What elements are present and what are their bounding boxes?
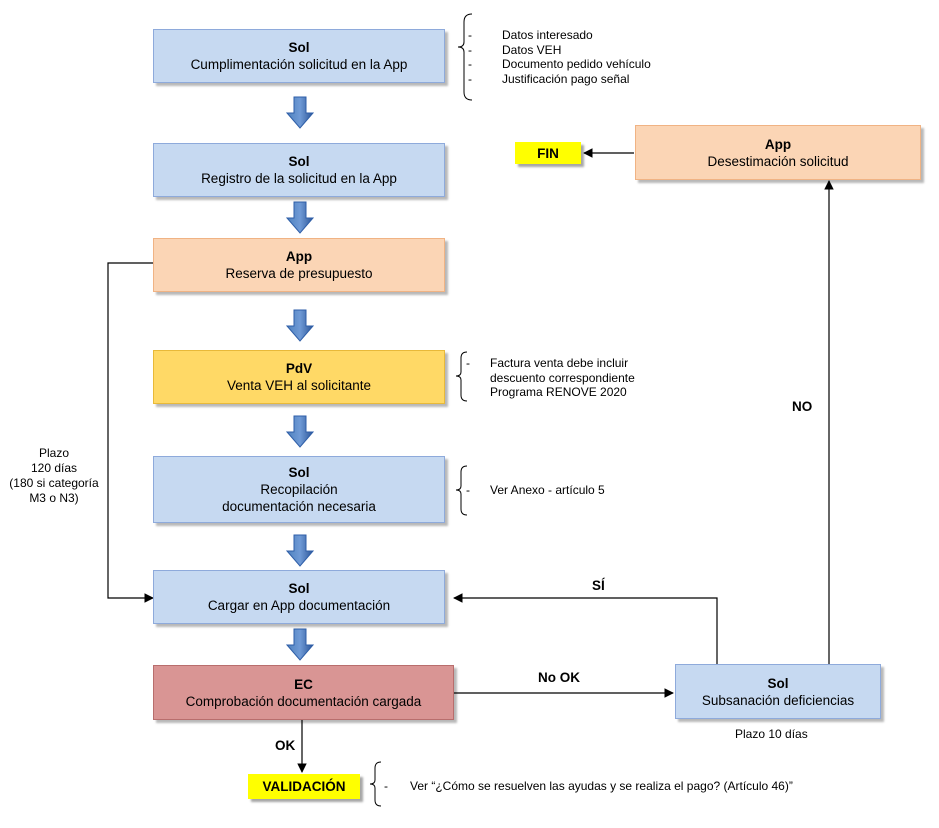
step-comprobacion: EC Comprobación documentación cargada	[153, 665, 454, 720]
validacion-terminal: VALIDACIÓN	[248, 774, 360, 799]
role-label: Sol	[288, 40, 310, 55]
role-label: Sol	[288, 154, 310, 169]
step-text: Cumplimentación solicitud en la App	[190, 57, 408, 72]
plazo-line: (180 si categoría	[9, 476, 99, 490]
notes-step4: -Factura venta debe incluir descuento co…	[466, 356, 635, 400]
step-reserva: App Reserva de presupuesto	[153, 238, 445, 292]
notes-validacion: -Ver “¿Cómo se resuelven las ayudas y se…	[384, 779, 793, 793]
role-label: PdV	[285, 361, 313, 376]
note-item: Datos VEH	[502, 42, 562, 57]
role-label: App	[285, 249, 313, 264]
role-label: EC	[294, 676, 313, 692]
brace-step5	[455, 465, 468, 516]
no-label: NO	[792, 399, 813, 414]
note-item: Ver “¿Cómo se resuelven las ayudas y se …	[410, 779, 793, 793]
plazo-label: Plazo 120 días (180 si categoría M3 o N3…	[4, 446, 104, 506]
step-cargar: Sol Cargar en App documentación	[153, 570, 445, 624]
step-text: Subsanación deficiencias	[701, 692, 855, 708]
step-text: Cargar en App documentación	[207, 598, 391, 613]
brace-step4	[455, 351, 468, 402]
ok-label: OK	[275, 738, 296, 753]
role-label: Sol	[288, 581, 310, 596]
step-text-line2: documentación necesaria	[222, 499, 376, 514]
note-item: Justificación pago señal	[502, 71, 630, 86]
role-label: Sol	[767, 675, 789, 691]
note-item: Ver Anexo - artículo 5	[490, 483, 605, 497]
si-label: SÍ	[592, 578, 605, 593]
brace-step1	[457, 13, 473, 101]
plazo-line: M3 o N3)	[29, 491, 79, 505]
step-desestimacion: App Desestimación solicitud	[635, 125, 921, 180]
step-cumplimentacion: Sol Cumplimentación solicitud en la App	[153, 29, 445, 83]
down-arrow-4	[285, 415, 315, 448]
down-arrow-1	[285, 96, 315, 129]
plazo-line: 120 días	[30, 461, 78, 475]
down-arrow-6	[285, 628, 315, 661]
note-item: Factura venta debe incluir	[490, 356, 629, 370]
step-venta: PdV Venta VEH al solicitante	[153, 350, 445, 404]
role-label: App	[764, 136, 792, 152]
nook-label: No OK	[538, 670, 580, 685]
step-text: Reserva de presupuesto	[225, 266, 373, 281]
note-item: Programa RENOVE 2020	[490, 385, 627, 400]
notes-step1: -Datos interesado -Datos VEH -Documento …	[468, 28, 651, 86]
fin-terminal: FIN	[515, 142, 581, 164]
down-arrow-5	[285, 534, 315, 567]
down-arrow-3	[285, 309, 315, 342]
brace-validacion	[369, 761, 382, 807]
step-subsanacion: Sol Subsanación deficiencias	[675, 664, 881, 719]
plazo10-label: Plazo 10 días	[735, 727, 808, 741]
note-item: Documento pedido vehículo	[502, 57, 651, 72]
notes-step5: -Ver Anexo - artículo 5	[466, 483, 605, 497]
step-text-line1: Recopilación	[260, 482, 338, 497]
down-arrow-2	[285, 201, 315, 234]
step-registro: Sol Registro de la solicitud en la App	[153, 143, 445, 197]
note-item: descuento correspondiente	[490, 370, 635, 385]
step-text: Desestimación solicitud	[707, 153, 849, 169]
step-text: Venta VEH al solicitante	[226, 378, 372, 393]
si-arrow	[453, 593, 718, 664]
step-text: Comprobación documentación cargada	[185, 693, 422, 709]
plazo-line: Plazo	[38, 446, 70, 460]
role-label: Sol	[288, 465, 310, 480]
step-recopilacion: Sol Recopilación documentación necesaria	[153, 456, 445, 523]
note-item: Datos interesado	[502, 28, 593, 42]
plazo-connector	[107, 262, 154, 603]
step-text: Registro de la solicitud en la App	[201, 171, 397, 186]
